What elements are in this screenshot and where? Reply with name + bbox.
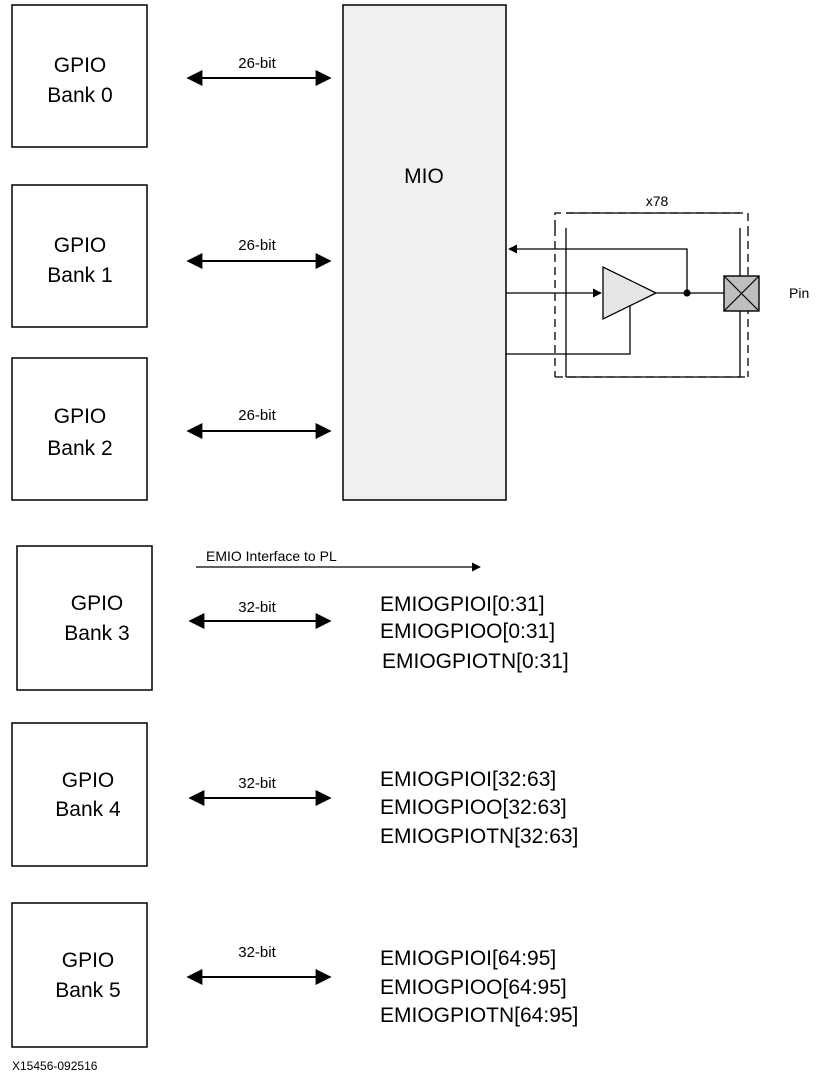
io-cell-multiplier: x78 [646,193,669,209]
gpio-bank-5: GPIO Bank 5 [11,902,148,1048]
bank-1-box [11,184,148,328]
bank-3-signals: EMIOGPIOI[0:31] EMIOGPIOO[0:31] EMIOGPIO… [380,593,569,673]
mio-block: MIO [342,4,507,501]
bank-2-box [11,357,148,501]
io-cell: x78 Pin [506,193,809,378]
bank-4-signal-out: EMIOGPIOO[32:63] [380,796,567,819]
bank-5-signal-tristate: EMIOGPIOTN[64:95] [380,1004,578,1027]
bank-2-bus: 26-bit [186,407,332,439]
bank-2-bus-width: 26-bit [238,407,276,424]
bank-5-bus: 32-bit [186,944,332,985]
bank-3-number: Bank 3 [64,622,129,645]
bank-0-bus-width: 26-bit [238,55,276,72]
bank-1-number: Bank 1 [47,264,112,287]
bank-5-box [11,902,148,1048]
pin-label: Pin [789,285,809,301]
gpio-bank-4: GPIO Bank 4 [11,722,148,867]
tristate-enable-line [506,306,631,355]
bank-4-bus-width: 32-bit [238,775,276,792]
bank-4-title: GPIO [62,769,115,792]
bank-5-signals: EMIOGPIOI[64:95] EMIOGPIOO[64:95] EMIOGP… [380,947,578,1027]
bank-5-bus-width: 32-bit [238,944,276,961]
bank-4-signal-tristate: EMIOGPIOTN[32:63] [380,825,578,848]
bank-2-number: Bank 2 [47,437,112,460]
emio-interface-label: EMIO Interface to PL [206,548,337,564]
bank-2-title: GPIO [54,405,107,428]
io-cell-boundary-top [554,212,749,228]
gpio-bank-0: GPIO Bank 0 [11,4,148,148]
mio-box [342,4,507,501]
bank-5-signal-in: EMIOGPIOI[64:95] [380,947,556,970]
bank-5-title: GPIO [62,949,115,972]
bank-1-bus: 26-bit [186,237,332,269]
bank-4-signals: EMIOGPIOI[32:63] EMIOGPIOO[32:63] EMIOGP… [380,768,578,848]
junction-dot [683,289,691,297]
gpio-bank-2: GPIO Bank 2 [11,357,148,501]
bank-3-signal-in: EMIOGPIOI[0:31] [380,593,545,616]
bank-5-signal-out: EMIOGPIOO[64:95] [380,976,567,999]
gpio-bank-1: GPIO Bank 1 [11,184,148,328]
bank-0-number: Bank 0 [47,84,112,107]
input-return-line [508,244,688,293]
bank-4-signal-in: EMIOGPIOI[32:63] [380,768,556,791]
bank-3-title: GPIO [71,592,124,615]
gpio-bank-3: GPIO Bank 3 [16,545,153,691]
emio-interface: EMIO Interface to PL [196,548,481,572]
bank-3-signal-tristate: EMIOGPIOTN[0:31] [382,650,569,673]
bank-4-number: Bank 4 [55,798,121,821]
bank-0-title: GPIO [54,54,107,77]
figure-id: X15456-092516 [12,1059,98,1073]
bank-4-bus: 32-bit [188,775,332,806]
output-buffer-icon [602,265,658,321]
bank-5-number: Bank 5 [55,979,120,1002]
bank-1-title: GPIO [54,234,107,257]
bank-1-bus-width: 26-bit [238,237,276,254]
bank-0-bus: 26-bit [186,55,332,86]
pin-pad-icon [723,275,760,312]
bank-3-bus-width: 32-bit [238,599,276,616]
mio-label: MIO [404,165,444,188]
bank-3-bus: 32-bit [188,599,332,629]
bank-0-box [11,4,148,148]
bank-3-signal-out: EMIOGPIOO[0:31] [380,620,555,643]
bank-4-box [11,722,148,867]
bank-3-box [16,545,153,691]
